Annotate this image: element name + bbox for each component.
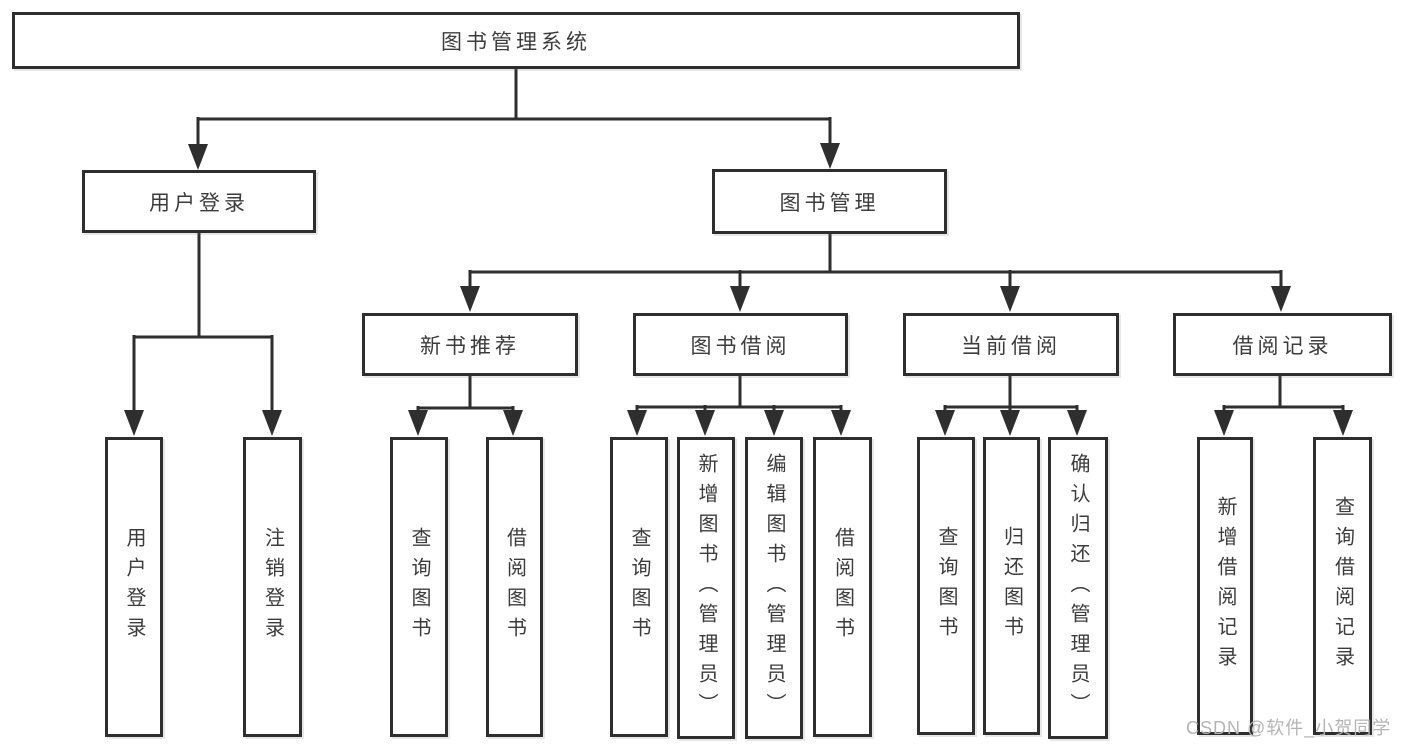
- node-library-system: 图书管理系统: [12, 12, 1020, 69]
- leaf-confirm-return-admin: 确认归还（管理员）: [1048, 437, 1108, 739]
- node-current-borrowing: 当前借阅: [903, 313, 1119, 376]
- node-user-login: 用户登录: [82, 170, 316, 233]
- node-book-borrowing: 图书借阅: [633, 313, 848, 376]
- node-borrowing-records: 借阅记录: [1173, 313, 1392, 376]
- node-new-book-recommend: 新书推荐: [362, 313, 578, 376]
- leaf-query-books-3: 查询图书: [917, 437, 975, 735]
- leaf-user-login: 用户登录: [105, 437, 163, 737]
- leaf-edit-book-admin: 编辑图书（管理员）: [745, 437, 803, 739]
- leaf-query-borrow-record: 查询借阅记录: [1313, 437, 1372, 735]
- leaf-return-book: 归还图书: [983, 437, 1040, 735]
- leaf-query-books-1: 查询图书: [390, 437, 448, 737]
- watermark: CSDN @软件_小贺同学: [1186, 718, 1392, 738]
- node-book-management: 图书管理: [712, 169, 947, 234]
- leaf-query-books-2: 查询图书: [610, 437, 668, 737]
- leaf-borrow-books-2: 借阅图书: [813, 437, 872, 737]
- arrowhead-group: [124, 143, 1353, 436]
- leaf-add-book-admin: 新增图书（管理员）: [677, 437, 735, 739]
- leaf-borrow-books-1: 借阅图书: [486, 437, 543, 737]
- leaf-add-borrow-record: 新增借阅记录: [1197, 437, 1253, 735]
- leaf-logout: 注销登录: [243, 437, 302, 737]
